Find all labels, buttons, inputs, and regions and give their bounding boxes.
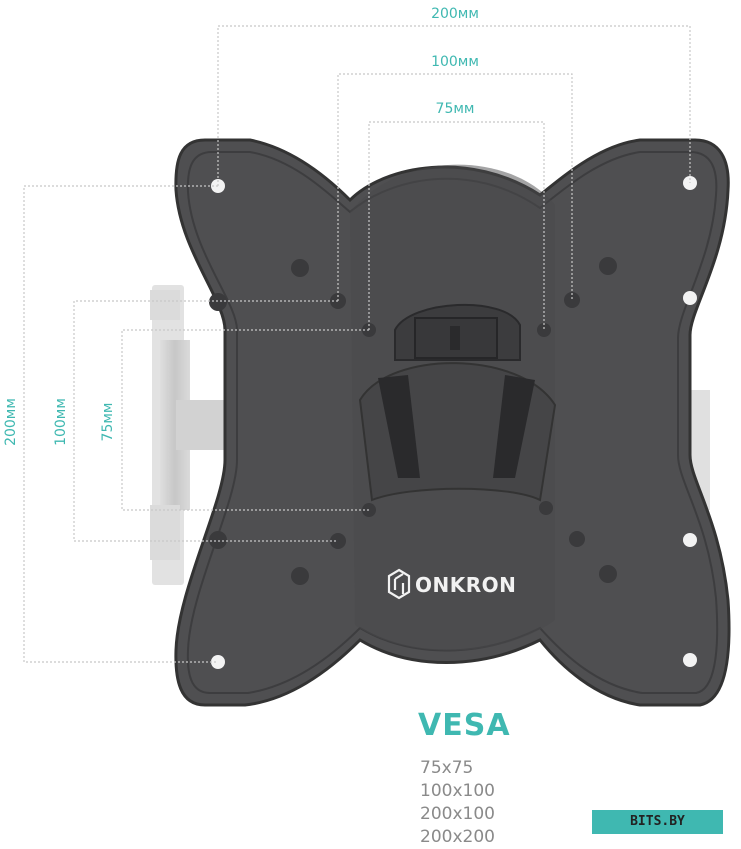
onkron-cube-logo-icon: [387, 568, 411, 600]
vesa-size-item: 200x200: [420, 827, 495, 847]
dim-side-200: 200мм: [3, 398, 19, 446]
brand-name: ONKRON: [415, 573, 516, 597]
vesa-size-item: 75x75: [420, 758, 474, 778]
mount-plate: [174, 138, 731, 707]
vesa-size-item: 200x100: [420, 804, 495, 824]
vesa-size-item: 100x100: [420, 781, 495, 801]
dim-side-100: 100мм: [53, 398, 69, 446]
vesa-size-list: 75x75 100x100 200x100 200x200: [420, 757, 495, 849]
dim-top-200: 200мм: [431, 6, 479, 22]
dim-top-75: 75мм: [436, 101, 475, 117]
vesa-title: VESA: [418, 708, 511, 743]
dimension-lines: [23, 25, 691, 663]
watermark-badge: BITS.BY: [592, 810, 723, 834]
dim-side-75: 75мм: [100, 403, 116, 442]
dim-top-100: 100мм: [431, 54, 479, 70]
